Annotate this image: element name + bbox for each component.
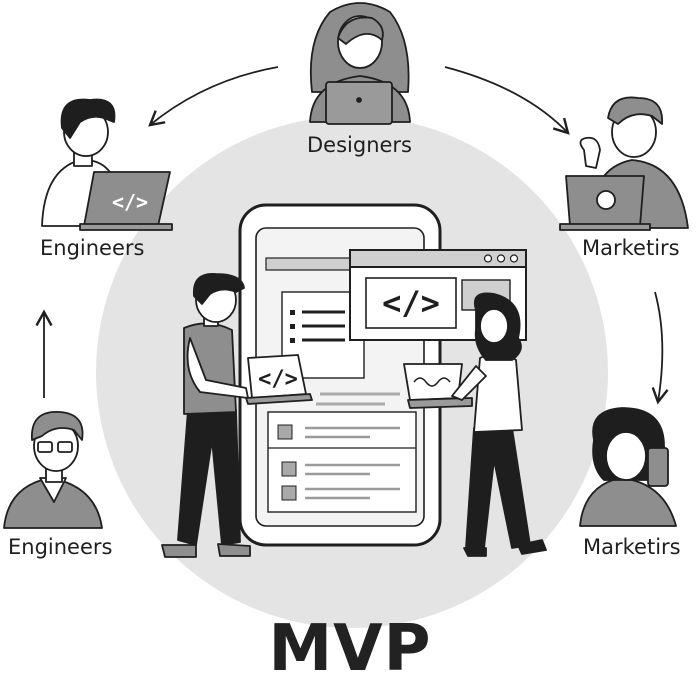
person-center-left	[161, 273, 313, 558]
person-designer	[309, 2, 411, 125]
arrow-marketirs-down	[651, 291, 669, 405]
arrow-designers-to-engineers	[148, 66, 279, 127]
label-marketirs-upper: Marketirs	[582, 236, 680, 260]
cycle-arrows	[35, 66, 669, 405]
label-engineers-upper: Engineers	[40, 236, 145, 260]
laptop-code-glyph: </>	[258, 367, 298, 392]
label-designers: Designers	[307, 133, 412, 157]
label-marketirs-lower: Marketirs	[583, 535, 681, 559]
person-center-right	[403, 292, 547, 557]
mvp-title: MVP	[268, 612, 432, 686]
browser-code-glyph: </>	[382, 284, 440, 322]
person-marketer-lower	[579, 407, 677, 527]
label-engineers-lower: Engineers	[8, 535, 113, 559]
arrow-designers-to-marketirs	[444, 66, 570, 135]
engineer-laptop-code-glyph: </>	[112, 190, 148, 214]
person-engineer-lower	[3, 411, 103, 529]
person-engineer-upper	[41, 98, 173, 231]
person-marketer-upper	[559, 96, 689, 231]
